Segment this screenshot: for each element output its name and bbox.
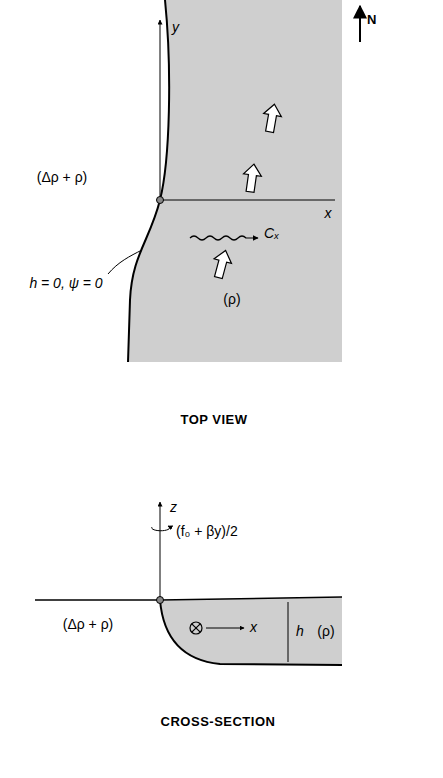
density-label: (Δρ + ρ)	[63, 617, 114, 632]
flow-arrow	[261, 103, 284, 134]
density-label: (ρ)	[317, 624, 334, 639]
depth-label: h	[296, 624, 304, 639]
z-axis	[160, 502, 161, 600]
boundary-condition: h = 0, ψ = 0	[29, 276, 102, 291]
front-boundary	[128, 0, 169, 362]
north-arrow	[359, 6, 361, 42]
y-axis	[160, 20, 161, 200]
upper-layer-section	[160, 597, 342, 665]
interface-curve	[160, 600, 342, 665]
depth-bar	[288, 602, 289, 662]
axis-label: z	[170, 500, 177, 515]
axis-label: x	[250, 620, 257, 635]
origin-dot	[157, 197, 164, 204]
axis-label: y	[172, 20, 179, 35]
x-axis	[160, 200, 335, 201]
surface-line	[35, 599, 160, 601]
panel-title: TOP VIEW	[180, 413, 247, 427]
into-page-symbol	[190, 622, 202, 634]
rotation-arrow	[152, 526, 170, 531]
north-label: N	[367, 13, 377, 27]
x-axis-section	[206, 628, 244, 629]
flow-arrow	[210, 248, 235, 280]
density-label: (Δρ + ρ)	[37, 170, 88, 185]
rotation-label: (f₀ + βy)/2	[176, 524, 238, 539]
density-label: (ρ)	[223, 292, 240, 307]
origin-dot	[157, 597, 164, 604]
wave-speed-label: Cₓ	[264, 226, 279, 241]
panel-title: CROSS-SECTION	[161, 715, 276, 729]
layer-top	[160, 597, 342, 600]
leader-line	[108, 250, 142, 274]
wave-arrow	[190, 236, 258, 240]
upper-layer-region	[128, 0, 342, 362]
axis-label: x	[325, 206, 332, 221]
flow-arrow	[241, 163, 263, 193]
